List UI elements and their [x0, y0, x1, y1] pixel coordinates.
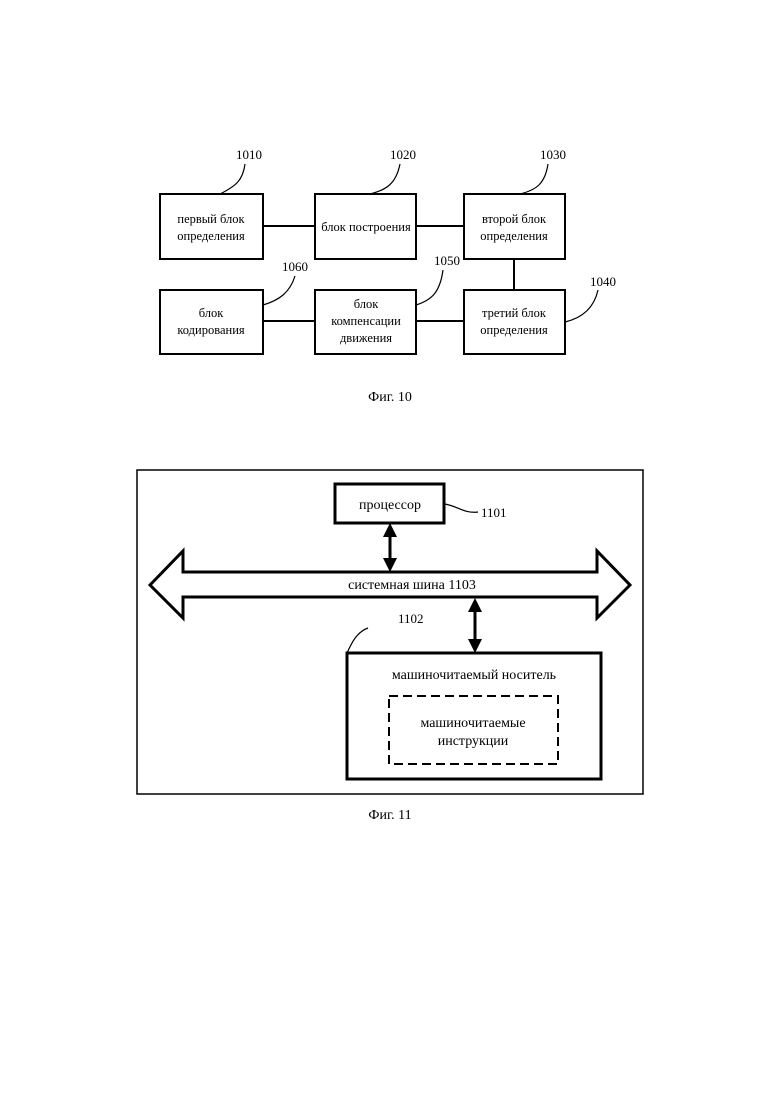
block-1050-label-line1: блок	[354, 297, 380, 311]
medium-label: машиночитаемый носитель	[392, 668, 556, 683]
leader-1102	[347, 628, 368, 653]
ref-1030: 1030	[540, 147, 566, 162]
block-1060-label-line2: кодирования	[177, 323, 245, 337]
block-1030-label-line2: определения	[480, 229, 548, 243]
instructions-label-line2: инструкции	[438, 734, 509, 749]
leader-1050	[416, 270, 443, 305]
block-1050-label-line2: компенсации	[331, 314, 401, 328]
processor-label: процессор	[359, 498, 421, 513]
block-1020-label: блок построения	[321, 220, 411, 234]
instructions-label-line1: машиночитаемые	[420, 716, 525, 731]
leader-1010	[220, 164, 245, 194]
block-1060-label-line1: блок	[199, 306, 225, 320]
ref-1040: 1040	[590, 274, 616, 289]
block-1040-label-line2: определения	[480, 323, 548, 337]
block-1010-label-line2: определения	[177, 229, 245, 243]
block-1030	[464, 194, 565, 259]
ref-1010: 1010	[236, 147, 262, 162]
block-1030-label-line1: второй блок	[482, 212, 547, 226]
leader-1060	[263, 276, 295, 305]
block-1010	[160, 194, 263, 259]
processor-bus-arrow	[383, 523, 397, 572]
block-1010-label-line1: первый блок	[177, 212, 245, 226]
block-1040-label-line1: третий блок	[482, 306, 547, 320]
block-1040	[464, 290, 565, 354]
fig10-leaders	[220, 164, 598, 322]
ref-1102: 1102	[398, 611, 424, 626]
bus-medium-arrow	[468, 598, 482, 653]
ref-1020: 1020	[390, 147, 416, 162]
fig10-caption: Фиг. 10	[368, 390, 412, 405]
system-bus-label: системная шина 1103	[348, 578, 476, 593]
leader-1101	[444, 504, 478, 512]
block-1050-label-line3: движения	[340, 331, 392, 345]
fig10-labels: первый блок определения блок построения …	[177, 212, 548, 345]
fig11-caption: Фиг. 11	[368, 808, 411, 823]
ref-1101: 1101	[481, 505, 507, 520]
ref-1060: 1060	[282, 259, 308, 274]
block-1060	[160, 290, 263, 354]
leader-1040	[565, 290, 598, 322]
ref-1050: 1050	[434, 253, 460, 268]
leader-1020	[370, 164, 400, 194]
fig10-refs: 1010 1020 1030 1060 1050 1040	[236, 147, 616, 289]
leader-1030	[520, 164, 548, 194]
